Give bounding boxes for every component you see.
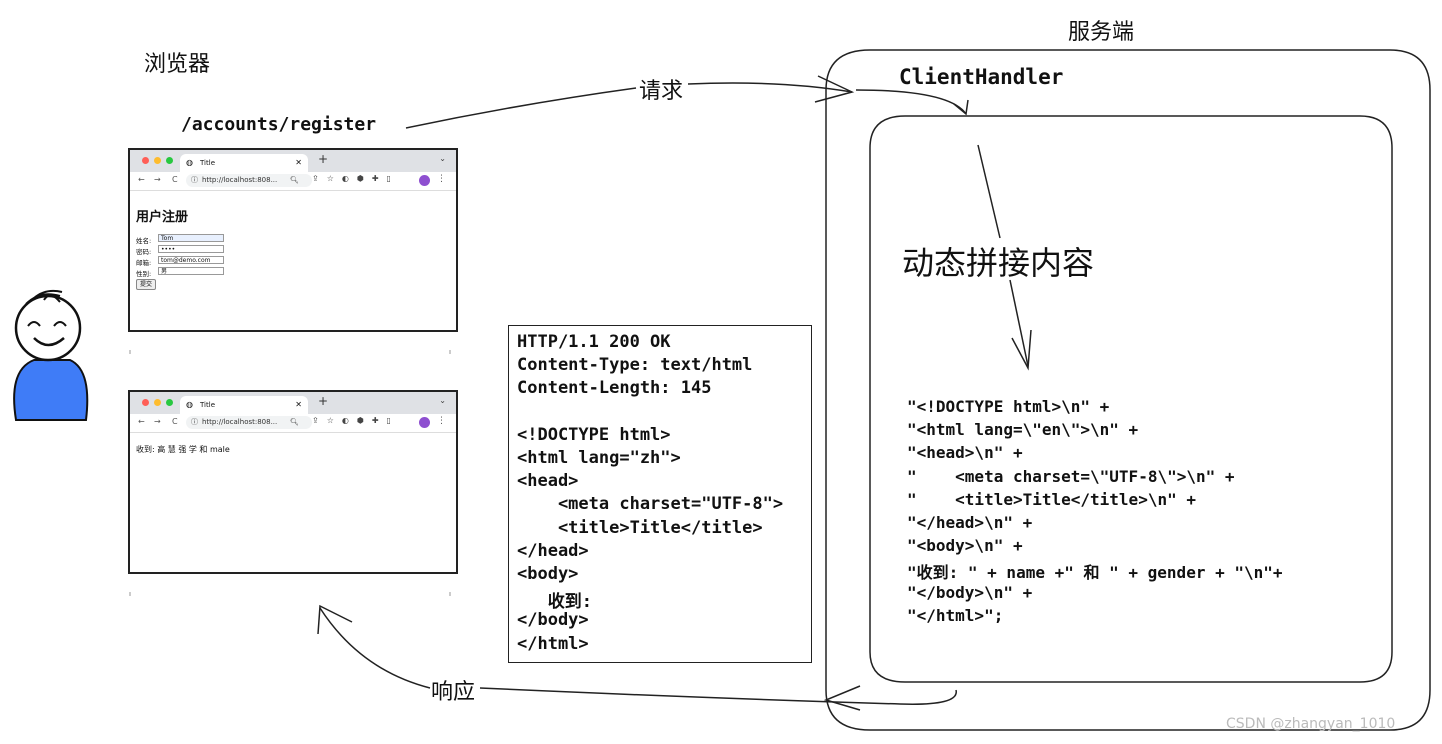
- maximize-dot-icon[interactable]: [166, 157, 173, 164]
- chevron-down-icon[interactable]: ⌄: [439, 154, 446, 163]
- code-line: "<head>\n" +: [907, 443, 1023, 463]
- browser-toolbar: ← → C ⓘ http://localhost:808... 🔍︎ ⇪☆◐⬢✚…: [130, 414, 456, 433]
- toolbar-icons[interactable]: ⇪☆◐⬢✚▯: [312, 416, 399, 425]
- code-line: "</head>\n" +: [907, 513, 1033, 532]
- response-line: <meta charset="UTF-8">: [517, 494, 784, 515]
- menu-icon[interactable]: ⋮: [437, 174, 446, 184]
- response-arrowhead-right: [823, 685, 861, 711]
- close-dot-icon[interactable]: [142, 157, 149, 164]
- name-input[interactable]: Tom: [158, 234, 224, 242]
- tab-bar: ◍ Title ✕ + ⌄: [130, 150, 456, 172]
- browser-toolbar: ← → C ⓘ http://localhost:808... 🔍︎ ⇪☆◐⬢✚…: [130, 172, 456, 191]
- request-path-label: /accounts/register: [181, 114, 377, 135]
- dynamic-arrowhead: [1011, 329, 1032, 371]
- request-arrowhead: [814, 75, 855, 103]
- tab-title[interactable]: ◍ Title ✕: [180, 154, 308, 172]
- chevron-down-icon[interactable]: ⌄: [439, 396, 446, 405]
- maximize-dot-icon[interactable]: [166, 399, 173, 406]
- info-icon: ⓘ: [191, 176, 198, 184]
- form-title: 用户注册: [136, 210, 189, 225]
- browser-window-register: ◍ Title ✕ + ⌄ ← → C ⓘ http://localhost:8…: [128, 148, 458, 332]
- forward-icon[interactable]: →: [154, 175, 161, 184]
- code-line: "</body>\n" +: [907, 582, 1033, 602]
- password-input[interactable]: ••••: [158, 245, 224, 253]
- back-icon[interactable]: ←: [138, 175, 145, 184]
- response-line: 收到:: [517, 592, 592, 613]
- response-label: 响应: [431, 680, 476, 705]
- response-line: <html lang="zh">: [517, 448, 681, 468]
- browser-window-result: ◍ Title ✕ + ⌄ ← → C ⓘ http://localhost:8…: [128, 390, 458, 574]
- tab-bar: ◍ Title ✕ + ⌄: [130, 392, 456, 414]
- minimize-dot-icon[interactable]: [154, 157, 161, 164]
- response-arrow-line: [479, 687, 957, 705]
- code-line: "收到: " + name +" 和 " + gender + "\n"+: [907, 563, 1283, 583]
- zoom-icon[interactable]: 🔍︎: [290, 418, 299, 426]
- globe-icon: ◍: [186, 158, 193, 167]
- toolbar-icons[interactable]: ⇪☆◐⬢✚▯: [312, 174, 399, 183]
- avatar[interactable]: [419, 175, 430, 186]
- globe-icon: ◍: [186, 400, 193, 409]
- response-line: HTTP/1.1 200 OK: [517, 332, 671, 352]
- close-tab-icon[interactable]: ✕: [295, 158, 302, 167]
- url-bar[interactable]: ⓘ http://localhost:808... 🔍︎: [186, 416, 312, 429]
- close-dot-icon[interactable]: [142, 399, 149, 406]
- code-line: "<html lang=\"en\">\n" +: [907, 420, 1139, 440]
- tab-title[interactable]: ◍ Title ✕: [180, 396, 308, 414]
- dynamic-arrow-bottom: [1009, 279, 1029, 367]
- info-icon: ⓘ: [191, 418, 198, 426]
- minimize-dot-icon[interactable]: [154, 399, 161, 406]
- response-line: <body>: [517, 564, 579, 584]
- request-arrow-line-2: [687, 82, 853, 93]
- code-line: "<!DOCTYPE html>\n" +: [907, 397, 1110, 416]
- person-icon: [13, 289, 89, 421]
- back-icon[interactable]: ←: [138, 417, 145, 426]
- response-line: <title>Title</title>: [517, 517, 763, 538]
- response-line: <head>: [517, 471, 579, 492]
- email-input[interactable]: tom@demo.com: [158, 256, 224, 264]
- handler-arrow: [855, 89, 967, 115]
- request-label: 请求: [639, 79, 684, 104]
- server-title: 服务端: [1068, 20, 1135, 45]
- submit-button[interactable]: 提交: [136, 279, 157, 290]
- response-line: Content-Length: 145: [517, 378, 712, 399]
- watermark: CSDN @zhangyan_1010: [1226, 716, 1396, 732]
- code-line: " <meta charset=\"UTF-8\">\n" +: [907, 466, 1235, 486]
- response-line: </head>: [517, 540, 589, 561]
- new-tab-icon[interactable]: +: [318, 152, 329, 166]
- forward-icon[interactable]: →: [154, 417, 161, 426]
- code-line: "</html>";: [907, 605, 1004, 625]
- response-line: </body>: [517, 610, 589, 631]
- url-bar[interactable]: ⓘ http://localhost:808... 🔍︎: [186, 174, 312, 187]
- response-line: Content-Type: text/html: [517, 355, 753, 376]
- response-arrow-line-2: [319, 607, 431, 689]
- code-line: " <title>Title</title>\n" +: [907, 489, 1196, 509]
- menu-icon[interactable]: ⋮: [437, 416, 446, 426]
- new-tab-icon[interactable]: +: [318, 394, 329, 408]
- reload-icon[interactable]: C: [172, 175, 178, 184]
- request-arrow-line: [405, 87, 637, 129]
- client-handler-label: ClientHandler: [899, 65, 1064, 89]
- avatar[interactable]: [419, 417, 430, 428]
- server-outer-box: [825, 49, 1431, 731]
- code-line: "<body>\n" +: [907, 536, 1023, 556]
- response-line: </html>: [517, 633, 589, 654]
- browser-title: 浏览器: [144, 52, 211, 77]
- result-text: 收到: 高 慧 强 学 和 male: [136, 445, 230, 454]
- handler-arrowhead: [953, 99, 969, 116]
- response-arrowhead: [317, 604, 353, 635]
- dynamic-content-label: 动态拼接内容: [902, 244, 1095, 282]
- response-line: <!DOCTYPE html>: [517, 424, 671, 445]
- close-tab-icon[interactable]: ✕: [295, 400, 302, 409]
- dynamic-arrow-top: [977, 144, 1001, 239]
- reload-icon[interactable]: C: [172, 417, 178, 426]
- gender-input[interactable]: 男: [158, 267, 224, 275]
- handler-inner-box: [869, 115, 1393, 683]
- zoom-icon[interactable]: 🔍︎: [290, 176, 299, 184]
